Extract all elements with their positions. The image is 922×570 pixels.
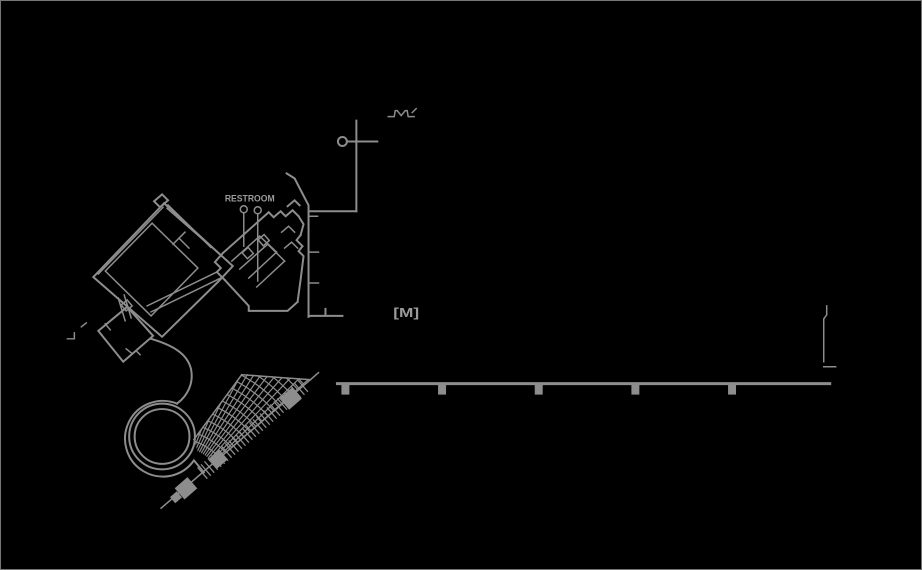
escalator-landing-lower [174, 477, 198, 500]
restroom-wall-top-zigzag [267, 208, 300, 219]
stall-cross-2 [266, 243, 286, 263]
stair-hall [91, 192, 235, 339]
fan-left-edge [192, 373, 243, 441]
escalator-landing-mid [208, 449, 228, 469]
east-wall-bottom [307, 307, 344, 317]
corridor-wall-b [150, 277, 222, 313]
platform-bracket [822, 305, 837, 368]
escalator-base-pad [170, 491, 183, 504]
ramp-outer-arc [124, 399, 206, 478]
track-support-2 [438, 384, 447, 395]
track-support-3 [534, 384, 543, 395]
east-wall-main [285, 172, 310, 318]
level-marker-glyph [387, 107, 418, 118]
long-diagonal-wall [166, 203, 213, 249]
corridor-wall-a [146, 271, 218, 307]
station-marker: [M] [393, 305, 419, 320]
elevator-marker [307, 119, 379, 213]
lower-room-stub-1 [66, 332, 76, 340]
stair-hatch-area [104, 222, 199, 317]
east-corridor-wall [285, 172, 344, 318]
fixture-rect-2 [257, 233, 271, 247]
ramp-circle-outer [128, 402, 196, 471]
track-support-1 [341, 384, 350, 395]
monorail-track [335, 382, 832, 395]
ramp-circle-inner [133, 408, 191, 465]
lower-room-stub-2 [80, 321, 88, 328]
restroom-block: RESTROOM [213, 193, 305, 312]
escalator-landing-upper [279, 387, 302, 410]
stair-hall-outline [91, 201, 235, 339]
fan-top-edge [240, 373, 312, 381]
stall-partition-4 [255, 260, 286, 289]
stall-partition-2 [238, 243, 269, 271]
restroom-label: RESTROOM [225, 193, 275, 204]
fixture-callout-circle-2 [253, 206, 262, 215]
track-support-4 [631, 384, 640, 395]
stair-hall-roof-tab [152, 192, 170, 209]
track-supports [341, 384, 737, 395]
restroom-wall-right-upper [297, 214, 305, 237]
stair-hall-inner-wall-left [97, 206, 165, 276]
fixture-rect-1 [241, 246, 255, 260]
bracket-shape [822, 305, 837, 368]
lower-room-detail-1 [125, 347, 134, 355]
escalator [160, 371, 320, 510]
spiral-ramp [124, 337, 206, 478]
restroom-wall-right-lower [295, 233, 305, 304]
lower-room-outline [96, 305, 155, 364]
lower-room-tab [120, 298, 134, 312]
stair-mid-landing [171, 231, 191, 250]
level-marker-icon [387, 107, 418, 118]
fan-seating [192, 373, 312, 473]
stall-partition-3 [247, 251, 278, 280]
restroom-wall-bottom [223, 278, 299, 312]
lower-room-notch [104, 322, 112, 331]
track-support-5 [728, 384, 737, 395]
ramp-s-curve [149, 337, 193, 405]
fixture-callout-circle-1 [239, 205, 248, 214]
stall-zigzag-2 [283, 241, 299, 250]
fan-hatch [193, 373, 311, 473]
lower-room [66, 298, 155, 364]
restroom-top-tab [286, 198, 301, 208]
connector-walls [117, 203, 222, 322]
lower-room-detail-2 [136, 350, 142, 356]
restroom-wall-upper [221, 210, 271, 255]
vertical-link-a [117, 297, 127, 322]
elevator-call-circle [336, 136, 348, 147]
stall-zigzag-1 [280, 225, 296, 234]
restroom-wall-left-notched [213, 251, 227, 282]
